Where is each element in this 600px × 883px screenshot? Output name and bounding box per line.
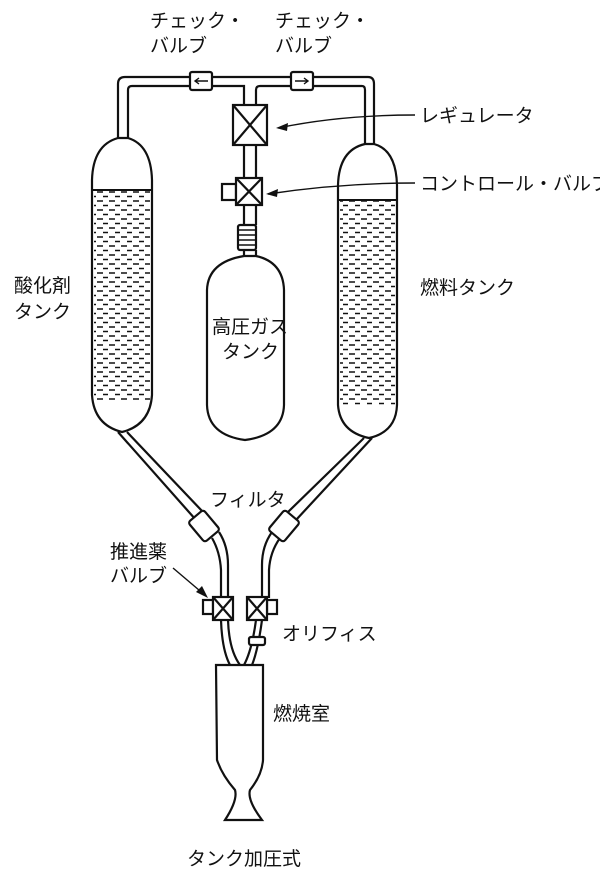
filter-label: フィルタ [210, 489, 286, 511]
fuel-filter [268, 509, 300, 543]
fuel-propellant-valve [245, 595, 279, 622]
fuel-tank-label: 燃料タンク [420, 277, 515, 299]
pressurant-filter [236, 223, 258, 252]
fuel-feed-line [243, 437, 373, 666]
propellant-valve-label-line1: 推進薬 [110, 541, 167, 563]
regulator [231, 103, 269, 147]
oxidizer-tank-label-line2: タンク [14, 301, 71, 323]
orifice [247, 635, 267, 647]
oxidizer-feed-line [117, 431, 241, 666]
check-valve-left-label-line1: チェック・ [150, 10, 245, 32]
oxidizer-tank [90, 136, 154, 434]
control-valve [220, 176, 264, 207]
regulator-label: レギュレータ [420, 105, 534, 127]
oxidizer-filter [188, 509, 220, 543]
combustion-chamber-label: 燃焼室 [273, 703, 330, 725]
fuel-tank [336, 142, 399, 440]
high-pressure-tank-label-line2: タンク [222, 341, 279, 363]
check-valve-right [289, 70, 315, 92]
high-pressure-gas-tank [205, 254, 286, 442]
check-valve-left [188, 70, 214, 92]
high-pressure-tank-label-line1: 高圧ガス [212, 316, 288, 338]
check-valve-right-label-line2: バルブ [275, 34, 332, 57]
combustion-chamber [214, 663, 265, 822]
leader-arrows [172, 114, 416, 598]
check-valve-left-label-line2: バルブ [150, 34, 207, 57]
orifice-label: オリフィス [282, 623, 377, 645]
diagram-caption: タンク加圧式 [187, 848, 301, 870]
propellant-valve-label-line2: バルブ [110, 564, 167, 587]
oxidizer-propellant-valve [201, 595, 235, 622]
oxidizer-tank-label-line1: 酸化剤 [14, 275, 71, 297]
check-valve-right-label-line1: チェック・ [275, 10, 370, 32]
control-valve-label: コントロール・バルブ [420, 172, 600, 195]
